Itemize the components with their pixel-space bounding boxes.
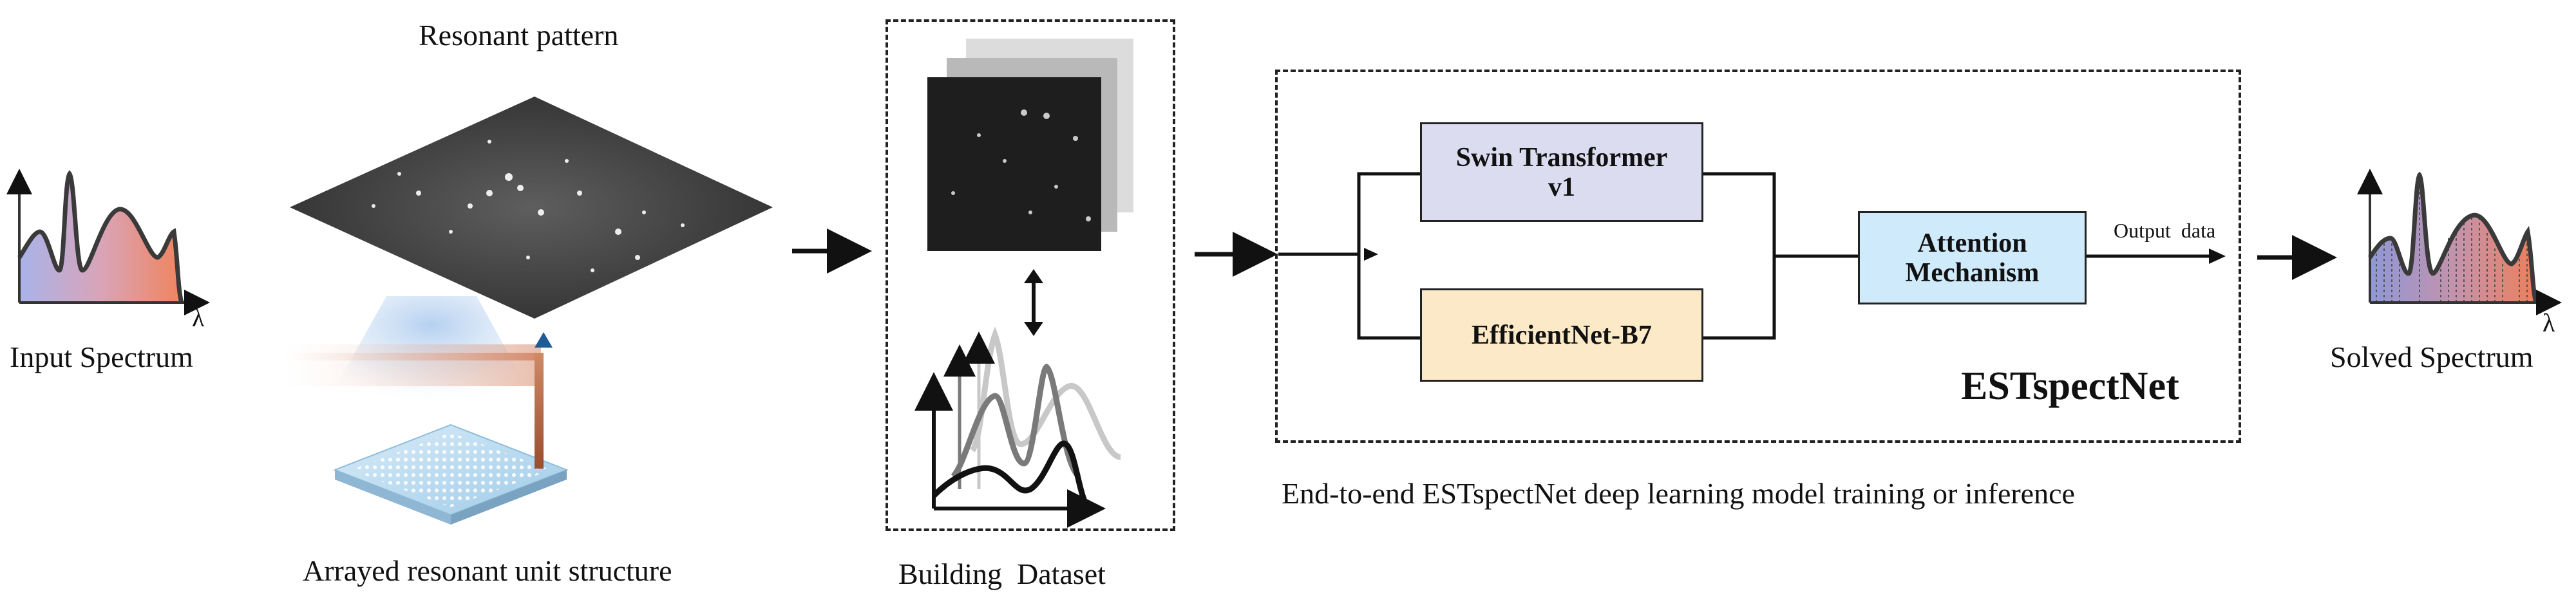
swin-transformer-block: Swin Transformer v1 <box>1420 122 1703 222</box>
curve-light <box>970 326 1122 460</box>
attention-mechanism-label: Attention Mechanism <box>1905 228 2040 288</box>
curve-mid <box>951 363 1081 479</box>
dataset-pairing-arrow <box>1024 269 1043 336</box>
efficientnet-block: EfficientNet-B7 <box>1420 288 1703 382</box>
solved-lambda-label: λ <box>2543 308 2555 337</box>
resonant-pattern-image <box>290 97 773 319</box>
split-arrowhead <box>1364 248 1378 261</box>
resonant-pattern-label: Resonant pattern <box>419 19 619 51</box>
reflected-beam-arrowhead <box>535 332 553 348</box>
incoming-beam <box>283 353 542 360</box>
attention-mechanism-block: Attention Mechanism <box>1858 211 2087 304</box>
chip-dot-array <box>351 433 551 507</box>
input-spectrum-plot <box>6 169 210 315</box>
solved-spectrum-hatch <box>2376 180 2528 303</box>
dataset-image-stack <box>927 39 1133 251</box>
chip-illustration <box>283 296 569 525</box>
solved-spectrum-plot <box>2357 169 2562 315</box>
swin-transformer-label: Swin Transformer v1 <box>1455 142 1668 202</box>
speckle-points <box>372 140 685 272</box>
dataset-frame <box>886 19 1175 531</box>
pipeline-caption: End-to-end ESTspectNet deep learning mod… <box>1282 477 2075 510</box>
solved-spectrum-curve <box>2368 171 2539 304</box>
arrayed-structure-label: Arrayed resonant unit structure <box>303 554 672 587</box>
curve-dark <box>931 440 1091 510</box>
building-dataset-label: Building Dataset <box>898 557 1106 590</box>
input-lambda-label: λ <box>192 303 205 332</box>
stack-layer-front <box>927 77 1101 251</box>
chip-side-left <box>335 470 451 525</box>
dataset-curves-plot <box>914 326 1122 528</box>
input-spectrum-curve <box>17 170 184 304</box>
model-name-label: ESTspectNet <box>1961 364 2179 408</box>
chip-side-right <box>451 470 567 525</box>
output-arrowhead <box>2209 248 2226 264</box>
model-frame <box>1275 70 2241 443</box>
efficientnet-label: EfficientNet-B7 <box>1472 320 1652 350</box>
stack-speckles <box>951 109 1091 221</box>
input-spectrum-label: Input Spectrum <box>10 341 193 373</box>
solved-spectrum-label: Solved Spectrum <box>2330 341 2533 373</box>
network-connectors <box>1278 172 2215 340</box>
speckle-plane <box>290 97 773 319</box>
incoming-beam-glow <box>283 344 541 386</box>
output-data-label: Output data <box>2114 219 2216 242</box>
